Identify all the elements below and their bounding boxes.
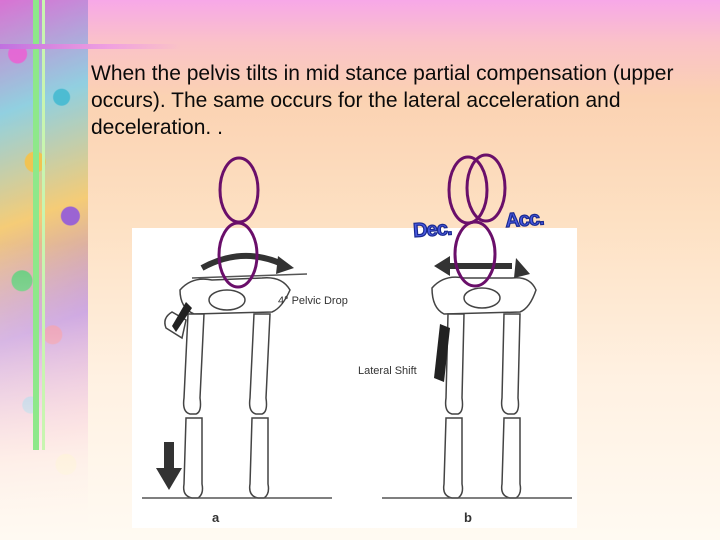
decorative-vertical-line-thin	[42, 0, 45, 450]
decorative-vertical-line	[33, 0, 39, 450]
panel-b-label: b	[464, 510, 472, 525]
pelvic-drop-label: 4° Pelvic Drop	[278, 295, 348, 307]
pelvis-leg-illustration: 4° Pelvic Drop Lateral Shift a b	[142, 253, 572, 525]
panel-b-skeleton	[382, 256, 572, 499]
highlight-ellipse-dec	[447, 155, 489, 225]
panel-a-label: a	[212, 510, 220, 525]
lateral-shift-label: Lateral Shift	[358, 365, 417, 377]
slide-body-text: When the pelvis tilts in mid stance part…	[91, 62, 674, 139]
pelvis-leg-figure: 4° Pelvic Drop Lateral Shift a b	[132, 228, 577, 528]
highlight-ellipse-acc	[465, 153, 507, 223]
panel-a-skeleton	[142, 253, 332, 499]
highlight-ellipse-upper-a	[218, 156, 260, 224]
decorative-horizontal-line	[0, 44, 180, 49]
